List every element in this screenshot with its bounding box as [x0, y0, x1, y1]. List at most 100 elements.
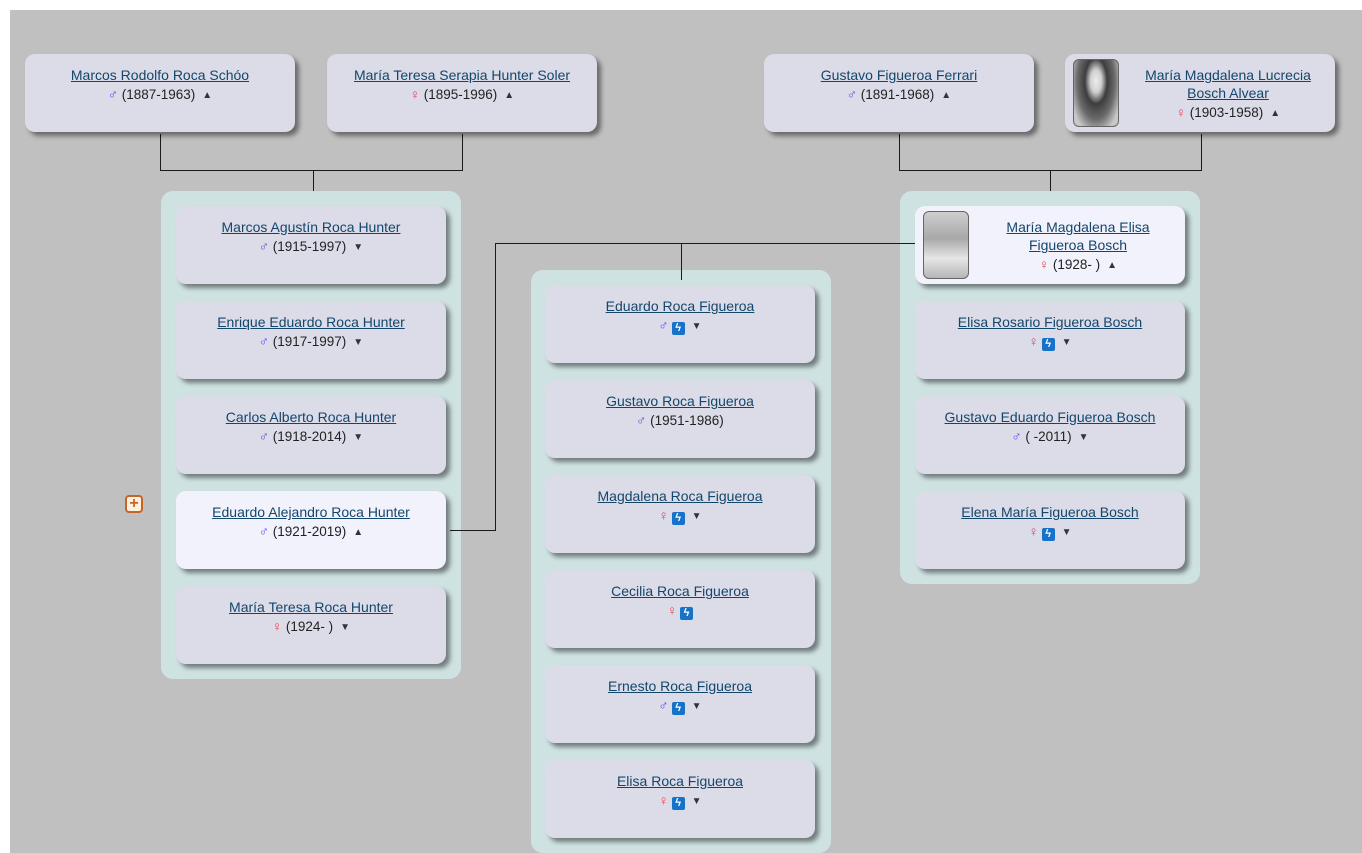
triangle-down-icon[interactable]: ▼: [353, 242, 364, 253]
person-card-gustavo-roca-figueroa[interactable]: Gustavo Roca Figueroa ♂ (1951-1986): [545, 380, 815, 458]
female-symbol-icon: ♀: [1028, 524, 1039, 539]
triangle-down-icon[interactable]: ▼: [691, 796, 702, 807]
triangle-up-icon[interactable]: ▲: [202, 90, 213, 101]
person-years: (1924- ): [285, 619, 334, 634]
person-meta: ♀ϟ ▼: [545, 792, 815, 811]
person-meta: ♂ (1917-1997)▼: [176, 333, 446, 352]
triangle-down-icon[interactable]: ▼: [340, 622, 351, 633]
lightning-badge-icon[interactable]: ϟ: [671, 702, 685, 715]
person-name-link[interactable]: Bosch Alvear: [1187, 85, 1269, 101]
lightning-badge-icon[interactable]: ϟ: [671, 797, 685, 810]
triangle-up-icon[interactable]: ▲: [353, 527, 364, 538]
triangle-down-icon[interactable]: ▼: [691, 321, 702, 332]
triangle-down-icon[interactable]: ▼: [691, 701, 702, 712]
person-card-maria-teresa-serapia[interactable]: María Teresa Serapia Hunter Soler ♀ (189…: [327, 54, 597, 132]
person-name-link[interactable]: María Magdalena Elisa: [1006, 219, 1150, 235]
person-years: (1891-1968): [860, 87, 935, 102]
person-meta: ♂ (1887-1963)▲: [25, 86, 295, 105]
person-name-link[interactable]: María Teresa Serapia Hunter Soler: [353, 67, 571, 83]
lightning-badge-icon[interactable]: ϟ: [671, 512, 685, 525]
person-card-elisa-roca-figueroa[interactable]: Elisa Roca Figueroa ♀ϟ ▼: [545, 760, 815, 838]
female-symbol-icon: ♀: [666, 603, 678, 618]
person-years: (1951-1986): [650, 413, 724, 428]
person-meta: ♂ (1918-2014) ▼: [176, 428, 446, 447]
person-card-enrique-eduardo[interactable]: Enrique Eduardo Roca Hunter ♂ (1917-1997…: [176, 301, 446, 379]
person-name-link[interactable]: María Magdalena Lucrecia: [1145, 67, 1311, 83]
person-meta: ♂ϟ ▼: [545, 697, 815, 716]
male-symbol-icon: ♂: [658, 318, 669, 333]
person-card-cecilia-roca-figueroa[interactable]: Cecilia Roca Figueroa ♀ϟ: [545, 570, 815, 648]
female-symbol-icon: ♀: [271, 619, 283, 634]
person-photo[interactable]: [1073, 59, 1119, 127]
person-meta: ♀ϟ ▼: [915, 523, 1185, 542]
triangle-up-icon[interactable]: ▲: [1107, 260, 1118, 271]
person-name-link[interactable]: Marcos Agustín Roca Hunter: [221, 219, 401, 235]
person-card-elisa-rosario[interactable]: Elisa Rosario Figueroa Bosch ♀ϟ▼: [915, 301, 1185, 379]
lightning-badge-icon[interactable]: ϟ: [1041, 528, 1055, 541]
person-name-link[interactable]: Carlos Alberto Roca Hunter: [225, 409, 397, 425]
person-meta: ♀ϟ▼: [545, 507, 815, 526]
connector-line: [899, 134, 900, 171]
person-name-link[interactable]: Figueroa Bosch: [1028, 237, 1128, 253]
triangle-up-icon[interactable]: ▲: [504, 90, 515, 101]
person-name-link[interactable]: Enrique Eduardo Roca Hunter: [217, 314, 405, 330]
person-card-eduardo-roca-figueroa[interactable]: Eduardo Roca Figueroa ♂ϟ ▼: [545, 285, 815, 363]
triangle-down-icon[interactable]: ▼: [353, 337, 364, 348]
person-meta: ♂ϟ ▼: [545, 317, 815, 336]
person-meta: ♂ (1921-2019)▲: [176, 523, 446, 542]
connector-line: [450, 530, 495, 531]
lightning-badge-icon[interactable]: ϟ: [680, 607, 694, 620]
person-years: (1903-1958): [1189, 105, 1264, 120]
person-card-eduardo-alejandro[interactable]: Eduardo Alejandro Roca Hunter ♂ (1921-20…: [176, 491, 446, 569]
connector-line: [1050, 170, 1051, 191]
person-name-link[interactable]: María Teresa Roca Hunter: [229, 599, 393, 615]
person-name-link[interactable]: Marcos Rodolfo Roca Schóo: [70, 67, 250, 83]
connector-line: [462, 134, 463, 171]
triangle-up-icon[interactable]: ▲: [941, 90, 952, 101]
person-name-link[interactable]: Elisa Rosario Figueroa Bosch: [957, 314, 1143, 330]
person-card-gustavo-eduardo[interactable]: Gustavo Eduardo Figueroa Bosch ♂ ( -2011…: [915, 396, 1185, 474]
triangle-down-icon[interactable]: ▼: [1061, 527, 1072, 538]
person-card-elena-maria[interactable]: Elena María Figueroa Bosch ♀ϟ ▼: [915, 491, 1185, 569]
person-name-link[interactable]: Gustavo Eduardo Figueroa Bosch: [944, 409, 1156, 425]
person-card-carlos-alberto[interactable]: Carlos Alberto Roca Hunter ♂ (1918-2014)…: [176, 396, 446, 474]
person-meta: ♀ (1903-1958)▲: [1125, 104, 1331, 123]
person-photo[interactable]: [923, 211, 969, 279]
person-card-marcos-rodolfo[interactable]: Marcos Rodolfo Roca Schóo ♂ (1887-1963)▲: [25, 54, 295, 132]
person-name-link[interactable]: Eduardo Alejandro Roca Hunter: [212, 504, 410, 520]
male-symbol-icon: ♂: [258, 429, 269, 444]
person-card-marcos-agustin[interactable]: Marcos Agustín Roca Hunter ♂ (1915-1997)…: [176, 206, 446, 284]
male-symbol-icon: ♂: [658, 698, 669, 713]
triangle-up-icon[interactable]: ▲: [1270, 108, 1281, 119]
triangle-down-icon[interactable]: ▼: [1061, 337, 1072, 348]
triangle-down-icon[interactable]: ▼: [691, 511, 702, 522]
female-symbol-icon: ♀: [658, 793, 669, 808]
person-name-link[interactable]: Elena María Figueroa Bosch: [961, 504, 1139, 520]
person-name-link[interactable]: Gustavo Roca Figueroa: [606, 393, 754, 409]
lightning-badge-icon[interactable]: ϟ: [671, 322, 685, 335]
person-card-gustavo-figueroa-ferrari[interactable]: Gustavo Figueroa Ferrari ♂ (1891-1968)▲: [764, 54, 1034, 132]
person-card-ernesto-roca-figueroa[interactable]: Ernesto Roca Figueroa ♂ϟ ▼: [545, 665, 815, 743]
triangle-down-icon[interactable]: ▼: [353, 432, 364, 443]
triangle-down-icon[interactable]: ▼: [1078, 432, 1089, 443]
person-years: (1915-1997): [272, 239, 347, 254]
person-name-link[interactable]: Gustavo Figueroa Ferrari: [820, 67, 978, 83]
person-name-link[interactable]: Elisa Roca Figueroa: [616, 773, 744, 789]
person-card-magdalena-roca-figueroa[interactable]: Magdalena Roca Figueroa ♀ϟ▼: [545, 475, 815, 553]
person-card-maria-teresa-roca[interactable]: María Teresa Roca Hunter ♀ (1924- ) ▼: [176, 586, 446, 664]
person-years: (1895-1996): [423, 87, 498, 102]
person-years: (1917-1997): [272, 334, 347, 349]
person-name-link[interactable]: Magdalena Roca Figueroa: [597, 488, 763, 504]
lightning-badge-icon[interactable]: ϟ: [1041, 338, 1055, 351]
person-years: (1918-2014): [272, 429, 347, 444]
person-card-maria-magdalena-elisa[interactable]: María Magdalena Elisa Figueroa Bosch ♀ (…: [915, 206, 1185, 284]
person-meta: ♀ϟ▼: [915, 333, 1185, 352]
person-card-maria-magdalena-lucrecia[interactable]: María Magdalena Lucrecia Bosch Alvear ♀ …: [1065, 54, 1335, 132]
person-years: (1887-1963): [121, 87, 196, 102]
person-name-link[interactable]: Cecilia Roca Figueroa: [611, 583, 749, 599]
person-name-link[interactable]: Eduardo Roca Figueroa: [605, 298, 755, 314]
add-ancestor-plus-icon[interactable]: +: [125, 495, 143, 513]
person-name-link[interactable]: Ernesto Roca Figueroa: [608, 678, 752, 694]
person-meta: ♀ϟ: [545, 602, 815, 620]
female-symbol-icon: ♀: [1038, 257, 1050, 272]
